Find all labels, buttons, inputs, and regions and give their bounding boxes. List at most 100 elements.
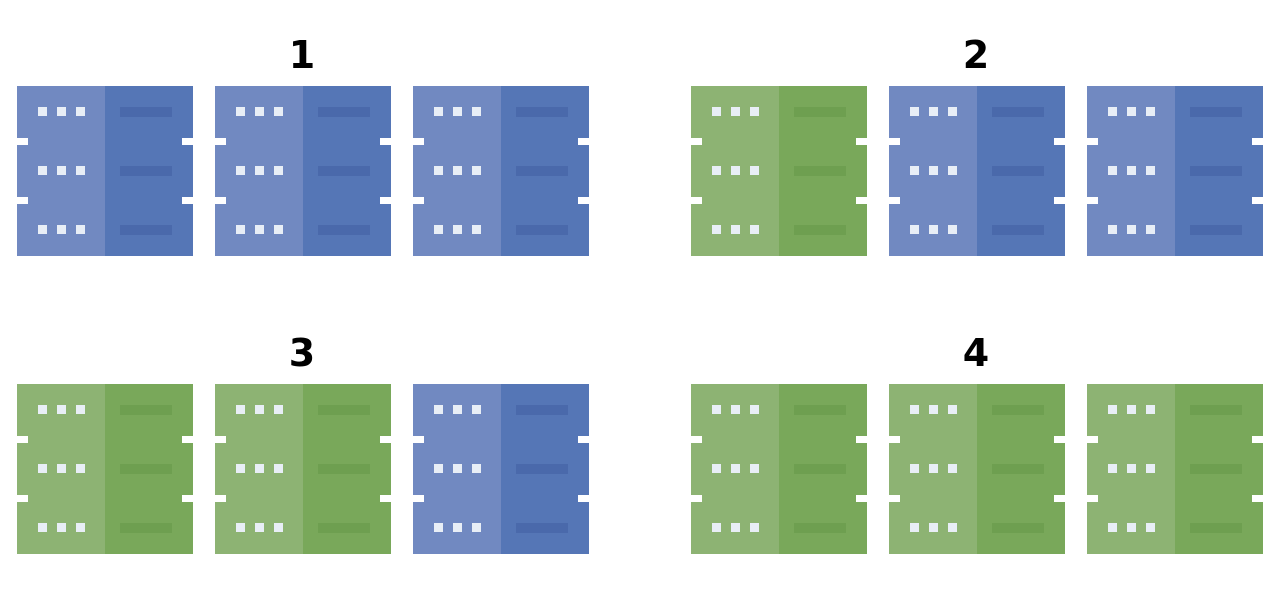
status-light	[236, 225, 245, 234]
rack-connector	[1087, 197, 1263, 204]
status-light	[929, 405, 938, 414]
rack-connector	[691, 436, 867, 443]
server-unit	[215, 443, 391, 495]
status-light	[434, 166, 443, 175]
status-light	[712, 107, 721, 116]
status-light	[434, 464, 443, 473]
status-light	[57, 464, 66, 473]
server-unit-side	[779, 204, 867, 256]
status-light	[948, 166, 957, 175]
drive-slot-icon	[992, 107, 1044, 117]
status-light	[948, 523, 957, 532]
server-unit-side	[779, 384, 867, 436]
drive-slot-icon	[992, 523, 1044, 533]
server-unit	[691, 502, 867, 554]
status-light	[712, 464, 721, 473]
status-lights-icon	[38, 225, 85, 234]
server-unit	[215, 384, 391, 436]
server-unit-side	[779, 502, 867, 554]
server-rack-green	[691, 384, 867, 554]
status-light	[453, 405, 462, 414]
server-rack-blue	[17, 86, 193, 256]
status-light	[434, 225, 443, 234]
server-unit-side	[303, 384, 391, 436]
server-unit-front	[1087, 443, 1175, 495]
drive-slot-icon	[794, 464, 846, 474]
status-light	[712, 166, 721, 175]
status-light	[1127, 107, 1136, 116]
server-unit	[691, 86, 867, 138]
status-light	[38, 166, 47, 175]
server-unit	[413, 502, 589, 554]
server-unit-front	[1087, 86, 1175, 138]
rack-connector	[413, 138, 589, 145]
status-light	[1127, 405, 1136, 414]
drive-slot-icon	[794, 225, 846, 235]
drive-slot-icon	[318, 464, 370, 474]
server-unit	[1087, 86, 1263, 138]
server-unit-side	[977, 443, 1065, 495]
status-light	[255, 166, 264, 175]
server-unit-front	[17, 145, 105, 197]
rack-connector	[889, 138, 1065, 145]
group-label: 4	[962, 331, 990, 375]
status-lights-icon	[1108, 166, 1155, 175]
status-light	[1127, 523, 1136, 532]
server-unit-front	[691, 145, 779, 197]
rack-connector	[413, 197, 589, 204]
status-light	[1146, 225, 1155, 234]
server-unit-side	[105, 145, 193, 197]
server-unit-front	[413, 204, 501, 256]
status-light	[57, 107, 66, 116]
status-light	[712, 523, 721, 532]
status-lights-icon	[38, 405, 85, 414]
status-light	[1146, 107, 1155, 116]
status-light	[57, 166, 66, 175]
status-light	[731, 166, 740, 175]
status-lights-icon	[434, 166, 481, 175]
drive-slot-icon	[318, 107, 370, 117]
drive-slot-icon	[516, 405, 568, 415]
status-light	[255, 107, 264, 116]
server-unit-front	[1087, 204, 1175, 256]
server-rack-blue	[889, 86, 1065, 256]
status-light	[38, 464, 47, 473]
rack-connector	[889, 495, 1065, 502]
rack-connector	[17, 138, 193, 145]
status-light	[236, 166, 245, 175]
server-unit-front	[691, 443, 779, 495]
status-light	[929, 107, 938, 116]
status-light	[434, 107, 443, 116]
drive-slot-icon	[516, 523, 568, 533]
status-light	[750, 107, 759, 116]
status-lights-icon	[236, 225, 283, 234]
rack-connector	[17, 436, 193, 443]
status-light	[472, 523, 481, 532]
rack-connector	[691, 197, 867, 204]
status-light	[57, 523, 66, 532]
status-light	[910, 107, 919, 116]
rack-connector	[1087, 436, 1263, 443]
server-unit-front	[17, 204, 105, 256]
server-unit-side	[779, 443, 867, 495]
status-light	[453, 166, 462, 175]
server-unit-side	[779, 145, 867, 197]
server-unit-side	[977, 384, 1065, 436]
drive-slot-icon	[992, 225, 1044, 235]
server-unit	[17, 443, 193, 495]
status-light	[76, 166, 85, 175]
status-light	[929, 166, 938, 175]
server-unit-side	[1175, 443, 1263, 495]
status-light	[731, 523, 740, 532]
status-lights-icon	[1108, 464, 1155, 473]
status-light	[712, 225, 721, 234]
status-light	[76, 405, 85, 414]
status-light	[910, 523, 919, 532]
status-light	[472, 107, 481, 116]
server-unit-front	[17, 86, 105, 138]
status-light	[57, 405, 66, 414]
status-light	[750, 166, 759, 175]
server-unit-front	[215, 443, 303, 495]
server-unit	[889, 384, 1065, 436]
server-unit-side	[501, 86, 589, 138]
